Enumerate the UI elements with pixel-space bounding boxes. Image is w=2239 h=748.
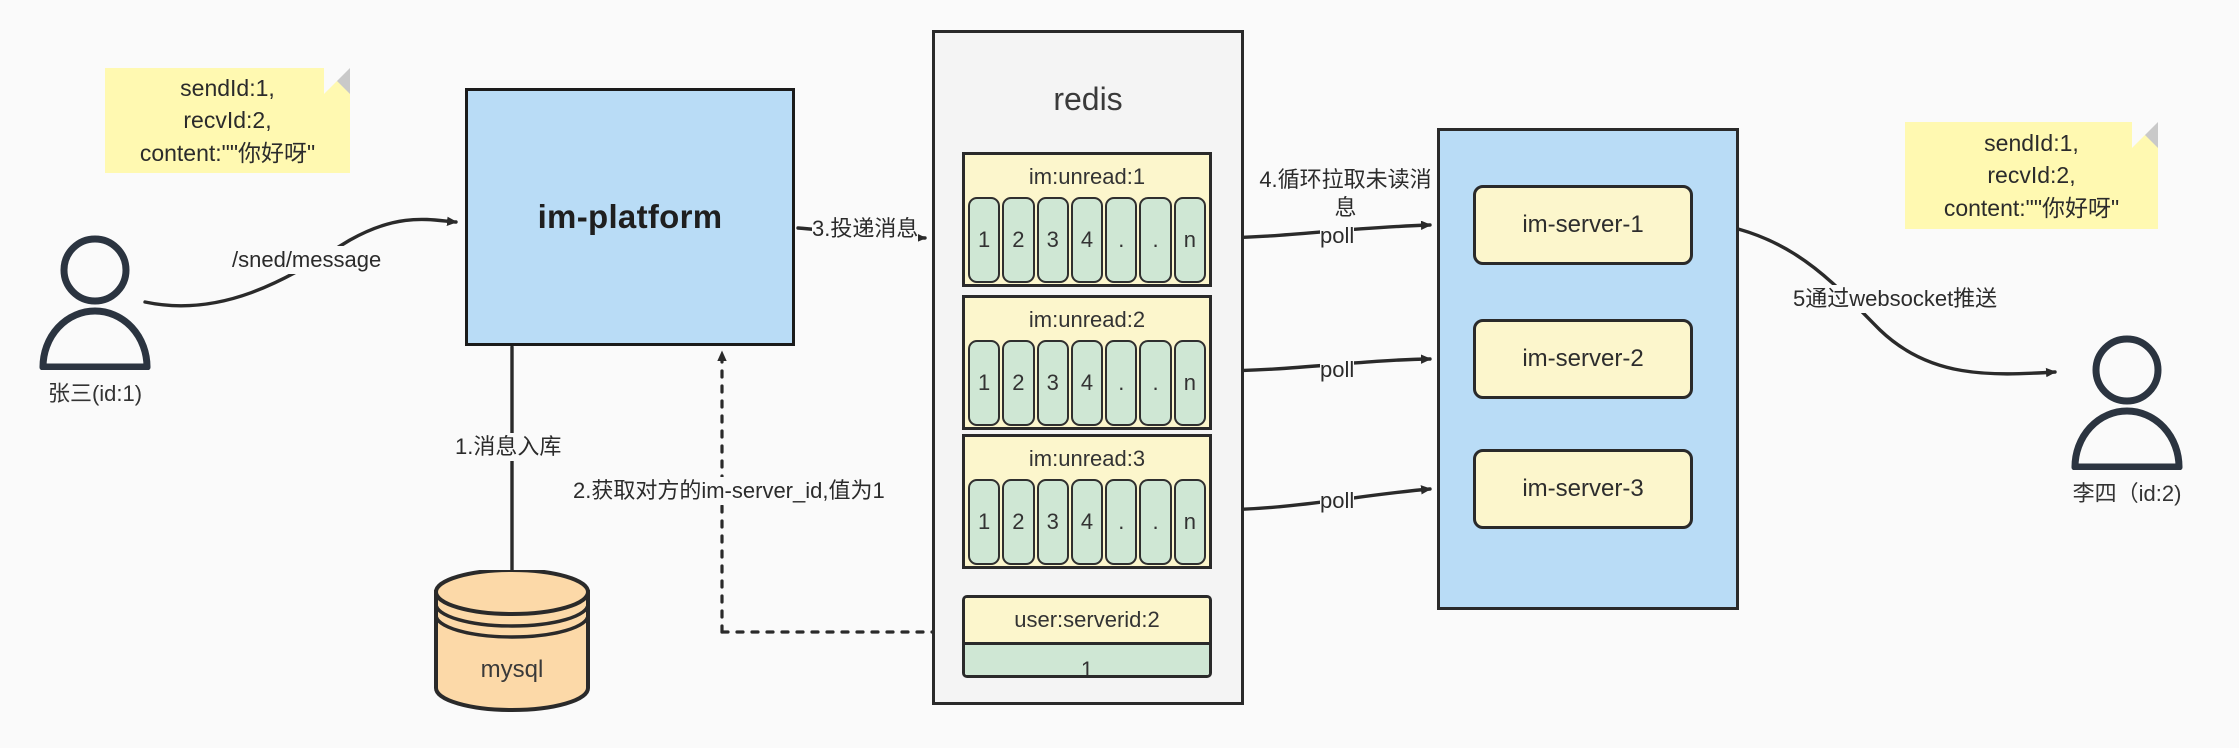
user-icon xyxy=(2071,335,2183,471)
queue-cell: 4 xyxy=(1070,340,1104,426)
queue-cell: 2 xyxy=(1002,479,1035,565)
edge-label-step1: 1.消息入库 xyxy=(455,433,562,461)
redis-title: redis xyxy=(1053,81,1123,117)
edge-label-poll-3: poll xyxy=(1320,487,1355,515)
queue-cell: 1 xyxy=(968,197,1001,283)
edge-label-step5: 5通过websocket推送 xyxy=(1793,285,1998,313)
sticky-note-right: sendId:1, recvId:2, content:""你好呀" xyxy=(1905,122,2158,229)
queue-cell: 2 xyxy=(1002,197,1035,283)
queue-cell: n xyxy=(1173,197,1206,283)
queue-cell: 3 xyxy=(1036,197,1069,283)
redis-list-cells: 1 2 3 4 . . n xyxy=(965,340,1209,426)
im-server-3-label: im-server-3 xyxy=(1522,475,1644,502)
edge-label-poll-2: poll xyxy=(1320,356,1355,384)
queue-cell: n xyxy=(1173,340,1206,426)
queue-cell: . xyxy=(1139,340,1172,426)
queue-cell: 1 xyxy=(968,479,1001,565)
queue-cell: 3 xyxy=(1036,479,1069,565)
im-server-3-box[interactable]: im-server-3 xyxy=(1473,449,1693,529)
im-platform-box[interactable]: im-platform xyxy=(465,88,795,346)
queue-cell: 1 xyxy=(968,340,1001,426)
queue-cell: . xyxy=(1105,340,1138,426)
edge-label-step3: 3.投递消息 xyxy=(812,215,919,243)
redis-list-key: im:unread:3 xyxy=(1028,446,1146,471)
sender-label: 张三(id:1) xyxy=(47,381,143,406)
redis-list-im-unread-2[interactable]: im:unread:2 1 2 3 4 . . n xyxy=(962,295,1212,430)
redis-list-key: im:unread:2 xyxy=(1028,307,1146,332)
sticky-note-right-text: sendId:1, recvId:2, content:""你好呀" xyxy=(1943,129,2120,221)
edge-label-poll-1: poll xyxy=(1320,222,1355,250)
redis-list-cells: 1 2 3 4 . . n xyxy=(965,197,1209,283)
queue-cell: 2 xyxy=(1002,340,1035,426)
queue-cell: . xyxy=(1105,479,1138,565)
receiver-actor: 李四（id:2) xyxy=(2062,330,2192,506)
edge-label-step4: 4.循环拉取未读消 息 xyxy=(1258,166,1433,221)
im-server-1-label: im-server-1 xyxy=(1522,211,1644,238)
queue-cell: . xyxy=(1139,479,1172,565)
queue-cell: 3 xyxy=(1036,340,1069,426)
database-cylinder-icon xyxy=(434,568,590,712)
receiver-label: 李四（id:2) xyxy=(2072,481,2182,506)
redis-list-im-unread-3[interactable]: im:unread:3 1 2 3 4 . . n xyxy=(962,434,1212,569)
redis-kv-key: user:serverid:2 xyxy=(965,598,1209,642)
sticky-note-left-text: sendId:1, recvId:2, content:""你好呀" xyxy=(139,74,316,166)
queue-cell: . xyxy=(1139,197,1172,283)
sticky-note-left: sendId:1, recvId:2, content:""你好呀" xyxy=(105,68,350,173)
sender-actor: 张三(id:1) xyxy=(30,230,160,406)
redis-kv-value: 1 xyxy=(965,642,1209,675)
edge-label-step2: 2.获取对方的im-server_id,值为1 xyxy=(573,477,885,505)
im-server-2-label: im-server-2 xyxy=(1522,345,1644,372)
note-fold-inner-icon xyxy=(2132,122,2158,148)
user-icon xyxy=(39,235,151,371)
mysql-database[interactable]: mysql xyxy=(432,568,592,712)
redis-list-cells: 1 2 3 4 . . n xyxy=(965,479,1209,565)
im-server-2-box[interactable]: im-server-2 xyxy=(1473,319,1693,399)
note-fold-inner-icon xyxy=(324,68,350,94)
im-server-1-box[interactable]: im-server-1 xyxy=(1473,185,1693,265)
mysql-label: mysql xyxy=(480,656,544,683)
redis-kv-user-serverid[interactable]: user:serverid:2 1 xyxy=(962,595,1212,678)
queue-cell: 4 xyxy=(1070,479,1104,565)
edge-label-send-message: /sned/message xyxy=(232,246,382,274)
redis-list-im-unread-1[interactable]: im:unread:1 1 2 3 4 . . n xyxy=(962,152,1212,287)
queue-cell: . xyxy=(1105,197,1138,283)
redis-list-key: im:unread:1 xyxy=(1028,164,1146,189)
queue-cell: n xyxy=(1173,479,1206,565)
queue-cell: 4 xyxy=(1070,197,1104,283)
im-platform-label: im-platform xyxy=(537,198,723,235)
